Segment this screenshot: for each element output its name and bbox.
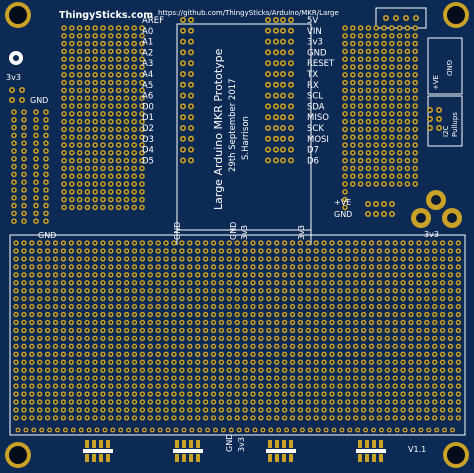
label-gnd-mid: GND (173, 222, 182, 240)
smd-outline (266, 449, 296, 453)
right-pin-label: SCL (307, 92, 323, 102)
label-3v3-right-bus: 3v3 (297, 225, 306, 240)
smd-pad (106, 440, 110, 448)
smd-pad (196, 454, 200, 462)
smd-pad (106, 454, 110, 462)
smd-pad (189, 440, 193, 448)
smd-pad (365, 440, 369, 448)
silkscreen-outlines (9, 7, 466, 436)
right-pin-label: RX (307, 81, 319, 91)
smd-pad (275, 454, 279, 462)
smd-pad (372, 454, 376, 462)
mounting-hole-center (9, 446, 27, 464)
smd-pad (92, 454, 96, 462)
left-pin-label: D0 (142, 102, 154, 112)
label-3v3-mid: 3v3 (240, 225, 249, 240)
url-label: https://github.com/ThingySticks/Arduino/… (158, 9, 339, 17)
mounting-holes (5, 2, 469, 468)
right-pin-label: D6 (307, 156, 319, 166)
smd-pad (289, 440, 293, 448)
right-pin-label: MOSI (307, 135, 329, 145)
right-pin-label: 5V (307, 16, 318, 26)
left-pin-label: A2 (142, 48, 153, 58)
label-gnd-power: GND (334, 210, 352, 219)
smd-pad (182, 440, 186, 448)
left-pin-label: A3 (142, 59, 153, 69)
smd-outline (356, 449, 386, 453)
label-i2c-pullups: I2C Pullups (442, 112, 459, 137)
smd-pad (282, 454, 286, 462)
version-label: V1.1 (408, 445, 426, 454)
label-3v3-small: 3v3 (6, 73, 21, 82)
right-pin-label: SCK (307, 124, 324, 134)
right-pin-labels: 5VVIN3v3GNDRESETTXRXSCLSDAMISOSCKMOSID7D… (306, 16, 335, 166)
smd-pad (275, 440, 279, 448)
left-pin-label: A0 (142, 27, 153, 37)
label-gnd-mid2: GND (229, 222, 238, 240)
smd-pad (175, 440, 179, 448)
right-pin-label: 3v3 (307, 38, 323, 48)
label-plus-ve-right: +VE (432, 75, 440, 90)
mounting-hole-center (447, 446, 465, 464)
board-author: S.Harrison (241, 116, 251, 160)
board-date: 29th September 2017 (228, 78, 238, 172)
right-pin-label: GND (307, 48, 327, 58)
mounting-hole-center (447, 6, 465, 24)
smd-pad (182, 454, 186, 462)
smd-outline (83, 449, 113, 453)
board-title: Large Arduino MKR Prototype (212, 48, 225, 210)
left-power-pads (9, 51, 23, 65)
right-pin-label: TX (306, 70, 318, 80)
smd-pad (282, 440, 286, 448)
label-gnd-bottom: GND (225, 434, 234, 452)
label-gnd-left-bus: GND (38, 231, 56, 240)
left-pin-label: D4 (142, 146, 154, 156)
left-pin-label: A5 (142, 81, 153, 91)
power-jack-pads (411, 190, 462, 228)
smd-pad (379, 440, 383, 448)
left-pin-label: A4 (142, 70, 153, 80)
smd-pad (99, 440, 103, 448)
label-gnd-right: GND (445, 60, 453, 76)
smd-pad (358, 454, 362, 462)
left-pin-label: D2 (142, 124, 154, 134)
smd-pad (92, 440, 96, 448)
right-pin-label: VIN (307, 27, 322, 37)
smd-pad (99, 454, 103, 462)
left-pin-label: D1 (142, 113, 154, 123)
smd-footprints (83, 440, 386, 462)
smd-pad (175, 454, 179, 462)
header-pad-rows (180, 15, 442, 217)
smd-pad (358, 440, 362, 448)
left-pin-label: D5 (142, 156, 154, 166)
label-plus-ve: +VE (334, 198, 351, 207)
smd-pad (268, 454, 272, 462)
smd-pad (365, 454, 369, 462)
right-pin-label: D7 (307, 146, 319, 156)
right-pin-label: RESET (307, 59, 335, 69)
right-pin-label: MISO (307, 113, 329, 123)
smd-outline (173, 449, 203, 453)
brand-label: ThingySticks.com (59, 10, 153, 21)
left-pin-label: A1 (142, 38, 153, 48)
label-3v3-bottom-right: 3v3 (424, 230, 439, 239)
label-gnd-small: GND (30, 96, 48, 105)
smd-pad (289, 454, 293, 462)
left-pin-label: AREF (142, 16, 164, 26)
right-pin-label: SDA (307, 102, 325, 112)
left-pin-label: A6 (142, 92, 153, 102)
mounting-hole-center (9, 6, 27, 24)
smd-pad (372, 440, 376, 448)
smd-pad (85, 454, 89, 462)
smd-pad (85, 440, 89, 448)
smd-pad (196, 440, 200, 448)
label-3v3-bottom: 3v3 (237, 437, 246, 452)
left-pin-label: D3 (142, 135, 154, 145)
smd-pad (379, 454, 383, 462)
smd-pad (268, 440, 272, 448)
pad-grid (9, 25, 462, 433)
smd-pad (189, 454, 193, 462)
